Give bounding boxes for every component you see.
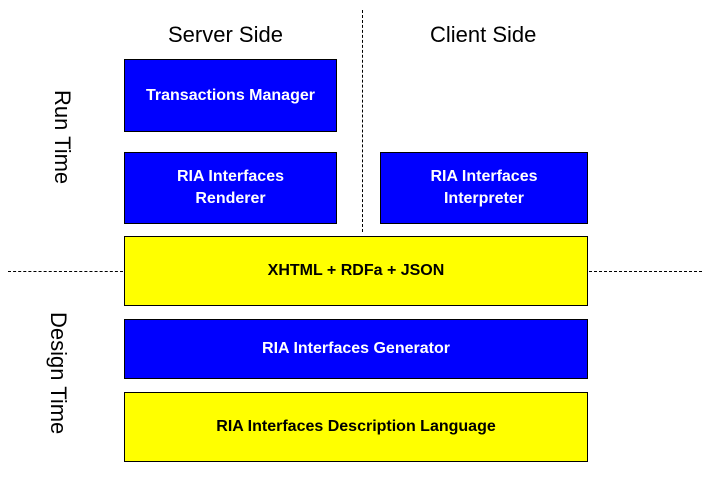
runtime-designtime-divider-left — [8, 271, 123, 272]
ria-interfaces-renderer-box: RIA Interfaces Renderer — [124, 152, 337, 224]
xhtml-rdfa-json-box: XHTML + RDFa + JSON — [124, 236, 588, 306]
ria-interfaces-description-language-label: RIA Interfaces Description Language — [216, 418, 496, 435]
server-side-header: Server Side — [168, 22, 283, 47]
design-time-label: Design Time — [46, 312, 71, 435]
transactions-manager-label: Transactions Manager — [146, 86, 315, 104]
ria-interfaces-interpreter-label: RIA Interfaces Interpreter — [430, 168, 538, 207]
ria-interfaces-interpreter-box: RIA Interfaces Interpreter — [380, 152, 588, 224]
xhtml-rdfa-json-label: XHTML + RDFa + JSON — [267, 262, 445, 279]
ria-interfaces-description-language-box: RIA Interfaces Description Language — [124, 392, 588, 462]
ria-interfaces-generator-label: RIA Interfaces Generator — [262, 340, 450, 357]
ria-interfaces-renderer-label: RIA Interfaces Renderer — [177, 168, 284, 207]
ria-interfaces-generator-box: RIA Interfaces Generator — [124, 319, 588, 379]
server-client-divider — [362, 10, 363, 232]
transactions-manager-box: Transactions Manager — [124, 59, 337, 132]
client-side-header: Client Side — [430, 22, 537, 47]
runtime-designtime-divider-right — [589, 271, 702, 272]
run-time-label: Run Time — [50, 90, 75, 185]
